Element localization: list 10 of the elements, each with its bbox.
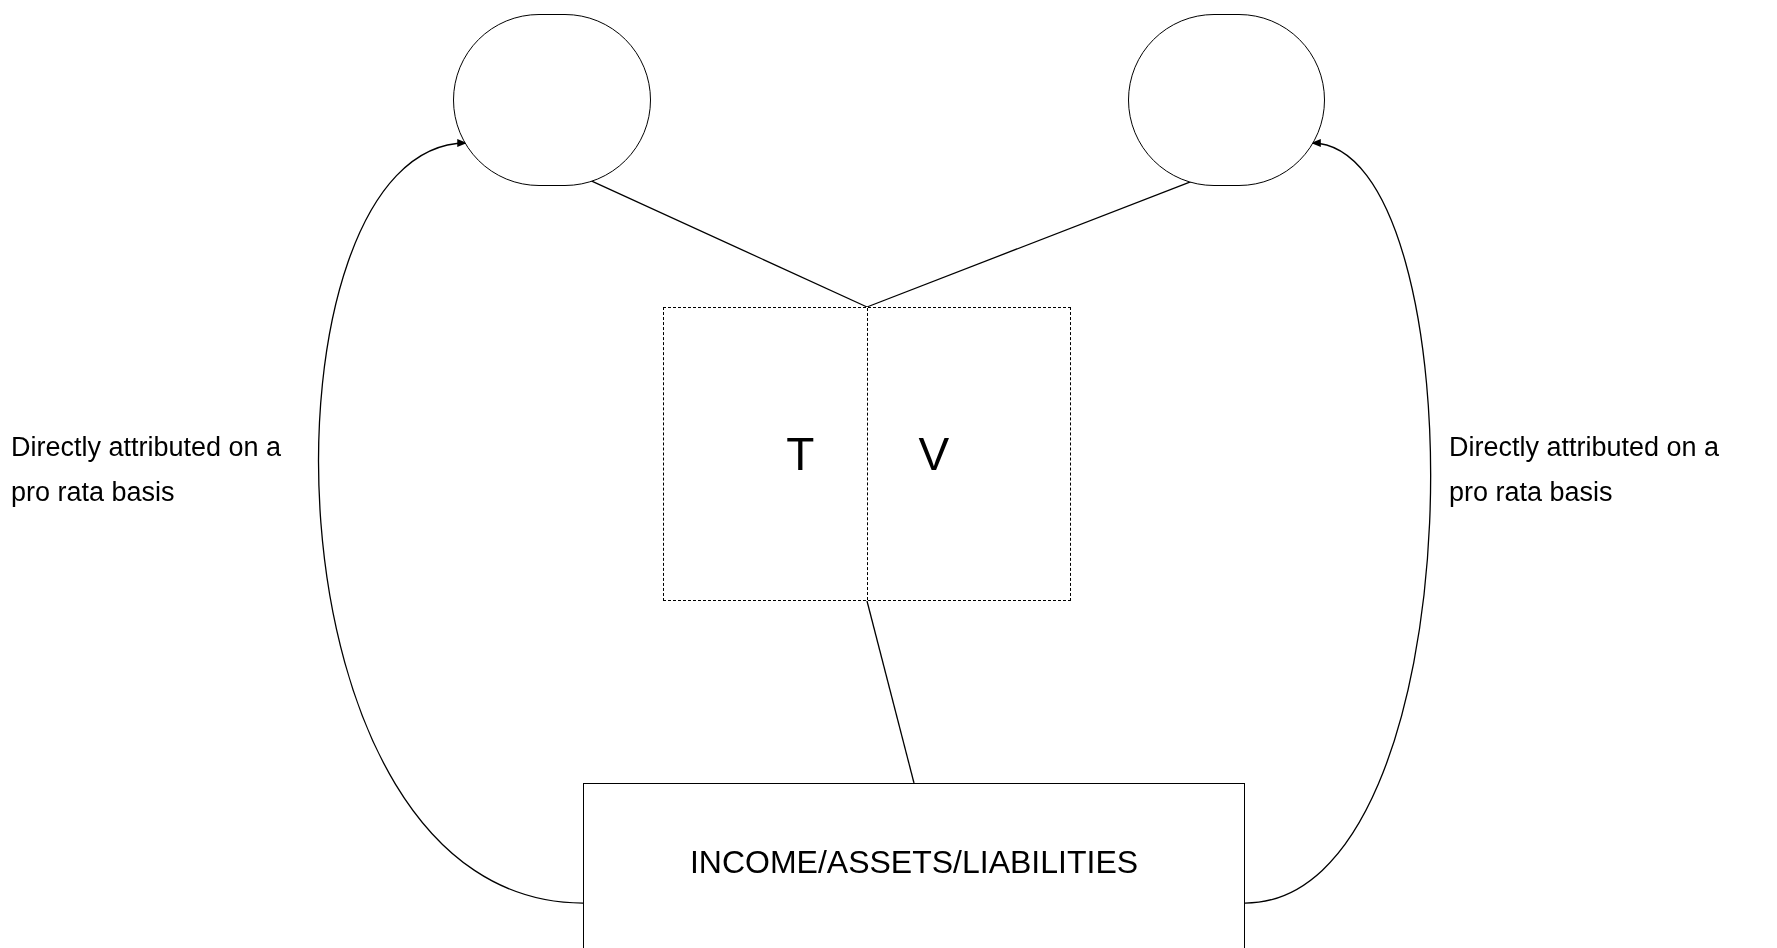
curved-arrow — [318, 141, 584, 904]
edge-label: Directly attributed on a pro rata basis — [11, 431, 283, 509]
process-box — [583, 783, 1245, 948]
edge-label: Directly attributed on a pro rata basis — [1449, 431, 1721, 509]
connector-line — [866, 600, 915, 784]
letter-label: T — [786, 431, 815, 477]
box-label: INCOME/ASSETS/LIABILITIES — [689, 846, 1139, 878]
letter-label: V — [918, 431, 950, 477]
curved-arrow — [1244, 142, 1431, 904]
dashed-box — [663, 307, 1071, 601]
